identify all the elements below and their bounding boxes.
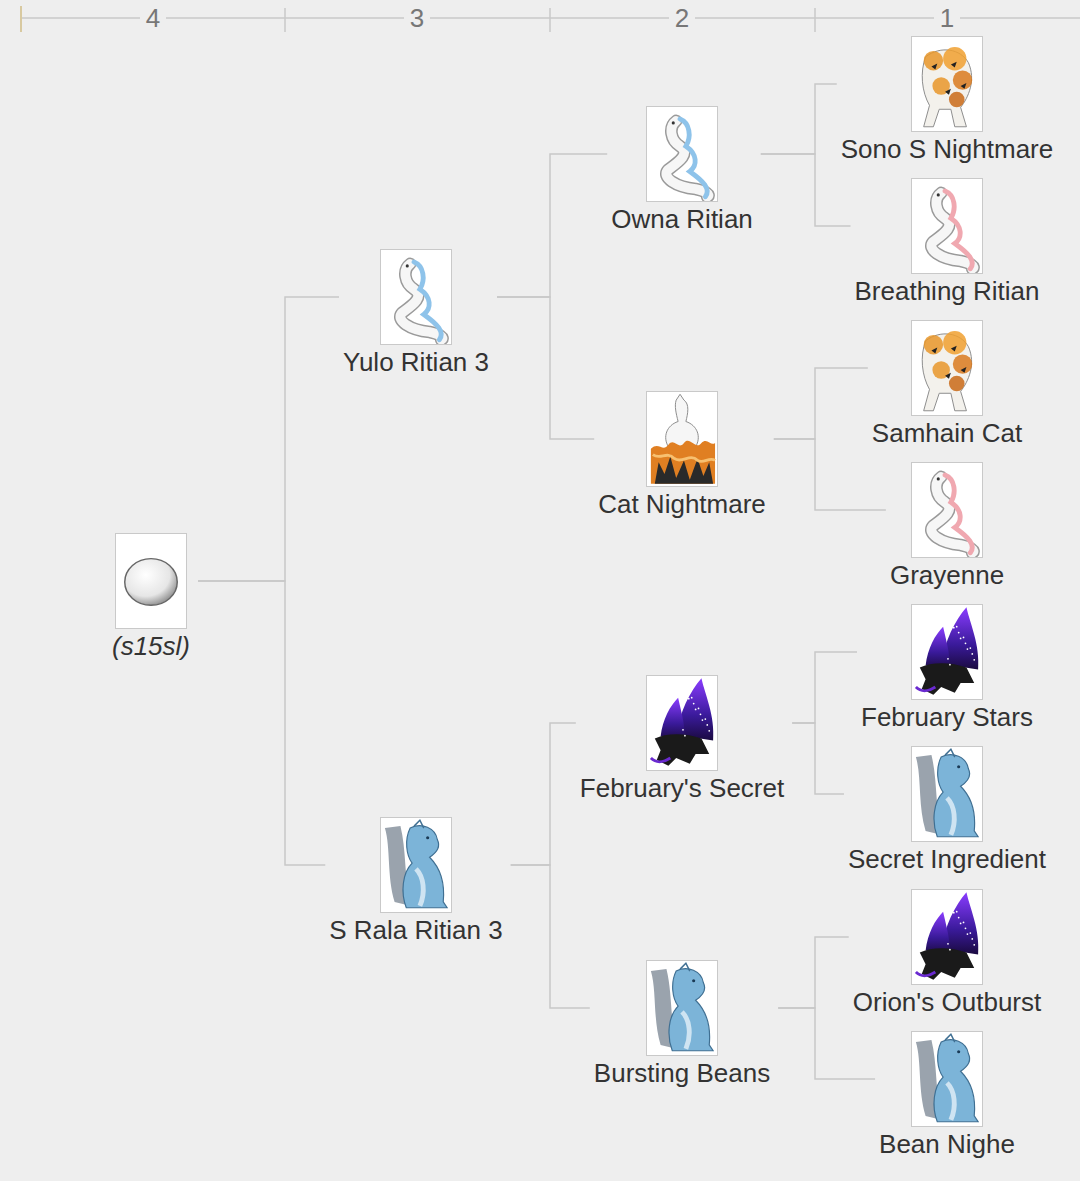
dragon-name: Breathing Ritian: [855, 276, 1040, 306]
dragon-node: Secret Ingredient: [848, 746, 1046, 874]
dragon-portrait: [646, 675, 718, 771]
portrait-art: [381, 818, 451, 912]
generation-number: 1: [934, 4, 960, 32]
portrait-art: [647, 961, 717, 1055]
portrait-art: [912, 179, 982, 273]
dragon-name: Bean Nighe: [879, 1129, 1015, 1159]
portrait-art: [647, 107, 717, 201]
dragon-portrait: [911, 1031, 983, 1127]
lineage-line: [761, 154, 851, 226]
dragon-node: Samhain Cat: [872, 320, 1022, 448]
lineage-line: [497, 154, 607, 297]
dragon-node: Yulo Ritian 3: [343, 249, 489, 377]
portrait-art: [381, 250, 451, 344]
dragon-portrait: [911, 320, 983, 416]
lineage-line: [198, 297, 339, 581]
generation-number: 4: [140, 4, 166, 32]
dragon-node: February Stars: [861, 604, 1033, 732]
generation-number: 2: [669, 4, 695, 32]
dragon-node: Bursting Beans: [594, 960, 770, 1088]
dragon-name: Bursting Beans: [594, 1058, 770, 1088]
dragon-name: Owna Ritian: [611, 204, 753, 234]
portrait-art: [912, 321, 982, 415]
portrait-art: [912, 605, 982, 699]
dragon-portrait: [911, 462, 983, 558]
dragon-node: S Rala Ritian 3: [329, 817, 502, 945]
lineage-line: [774, 368, 868, 439]
dragon-portrait: [911, 604, 983, 700]
dragon-name: Secret Ingredient: [848, 844, 1046, 874]
dragon-portrait: [646, 106, 718, 202]
dragon-name: Sono S Nightmare: [841, 134, 1053, 164]
lineage-line: [511, 865, 590, 1008]
lineage-line: [792, 723, 844, 794]
dragon-node: Sono S Nightmare: [841, 36, 1053, 164]
dragon-portrait: [646, 391, 718, 487]
dragon-name: Orion's Outburst: [853, 987, 1041, 1017]
dragon-node: Breathing Ritian: [855, 178, 1040, 306]
lineage-line: [511, 723, 576, 865]
dragon-portrait: [115, 533, 187, 629]
lineage-line: [792, 652, 857, 723]
dragon-name: S Rala Ritian 3: [329, 915, 502, 945]
generation-number: 3: [404, 4, 430, 32]
dragon-portrait: [911, 746, 983, 842]
dragon-name: Cat Nightmare: [598, 489, 766, 519]
portrait-art: [647, 676, 717, 770]
dragon-portrait: [911, 178, 983, 274]
portrait-art: [912, 1032, 982, 1126]
egg-label: (s15sl): [112, 631, 190, 661]
dragon-node: Bean Nighe: [879, 1031, 1015, 1159]
dragon-name: February Stars: [861, 702, 1033, 732]
lineage-line: [497, 297, 594, 439]
dragon-name: February's Secret: [580, 773, 784, 803]
lineage-line: [778, 937, 849, 1008]
dragon-node: Owna Ritian: [611, 106, 753, 234]
dragon-node: February's Secret: [580, 675, 784, 803]
lineage-line: [198, 581, 325, 865]
dragon-name: Samhain Cat: [872, 418, 1022, 448]
lineage-line: [774, 439, 886, 510]
portrait-art: [912, 890, 982, 984]
portrait-art: [912, 37, 982, 131]
portrait-art: [912, 747, 982, 841]
lineage-line: [778, 1008, 875, 1079]
lineage-line: [761, 84, 837, 154]
dragon-node: Cat Nightmare: [598, 391, 766, 519]
dragon-portrait: [911, 889, 983, 985]
egg-node: (s15sl): [112, 533, 190, 661]
dragon-node: Orion's Outburst: [853, 889, 1041, 1017]
dragon-portrait: [380, 249, 452, 345]
portrait-art: [912, 463, 982, 557]
dragon-name: Grayenne: [890, 560, 1004, 590]
portrait-art: [647, 392, 717, 486]
dragon-portrait: [380, 817, 452, 913]
dragon-portrait: [911, 36, 983, 132]
dragon-portrait: [646, 960, 718, 1056]
dragon-name: Yulo Ritian 3: [343, 347, 489, 377]
portrait-art: [116, 534, 186, 628]
dragon-node: Grayenne: [890, 462, 1004, 590]
